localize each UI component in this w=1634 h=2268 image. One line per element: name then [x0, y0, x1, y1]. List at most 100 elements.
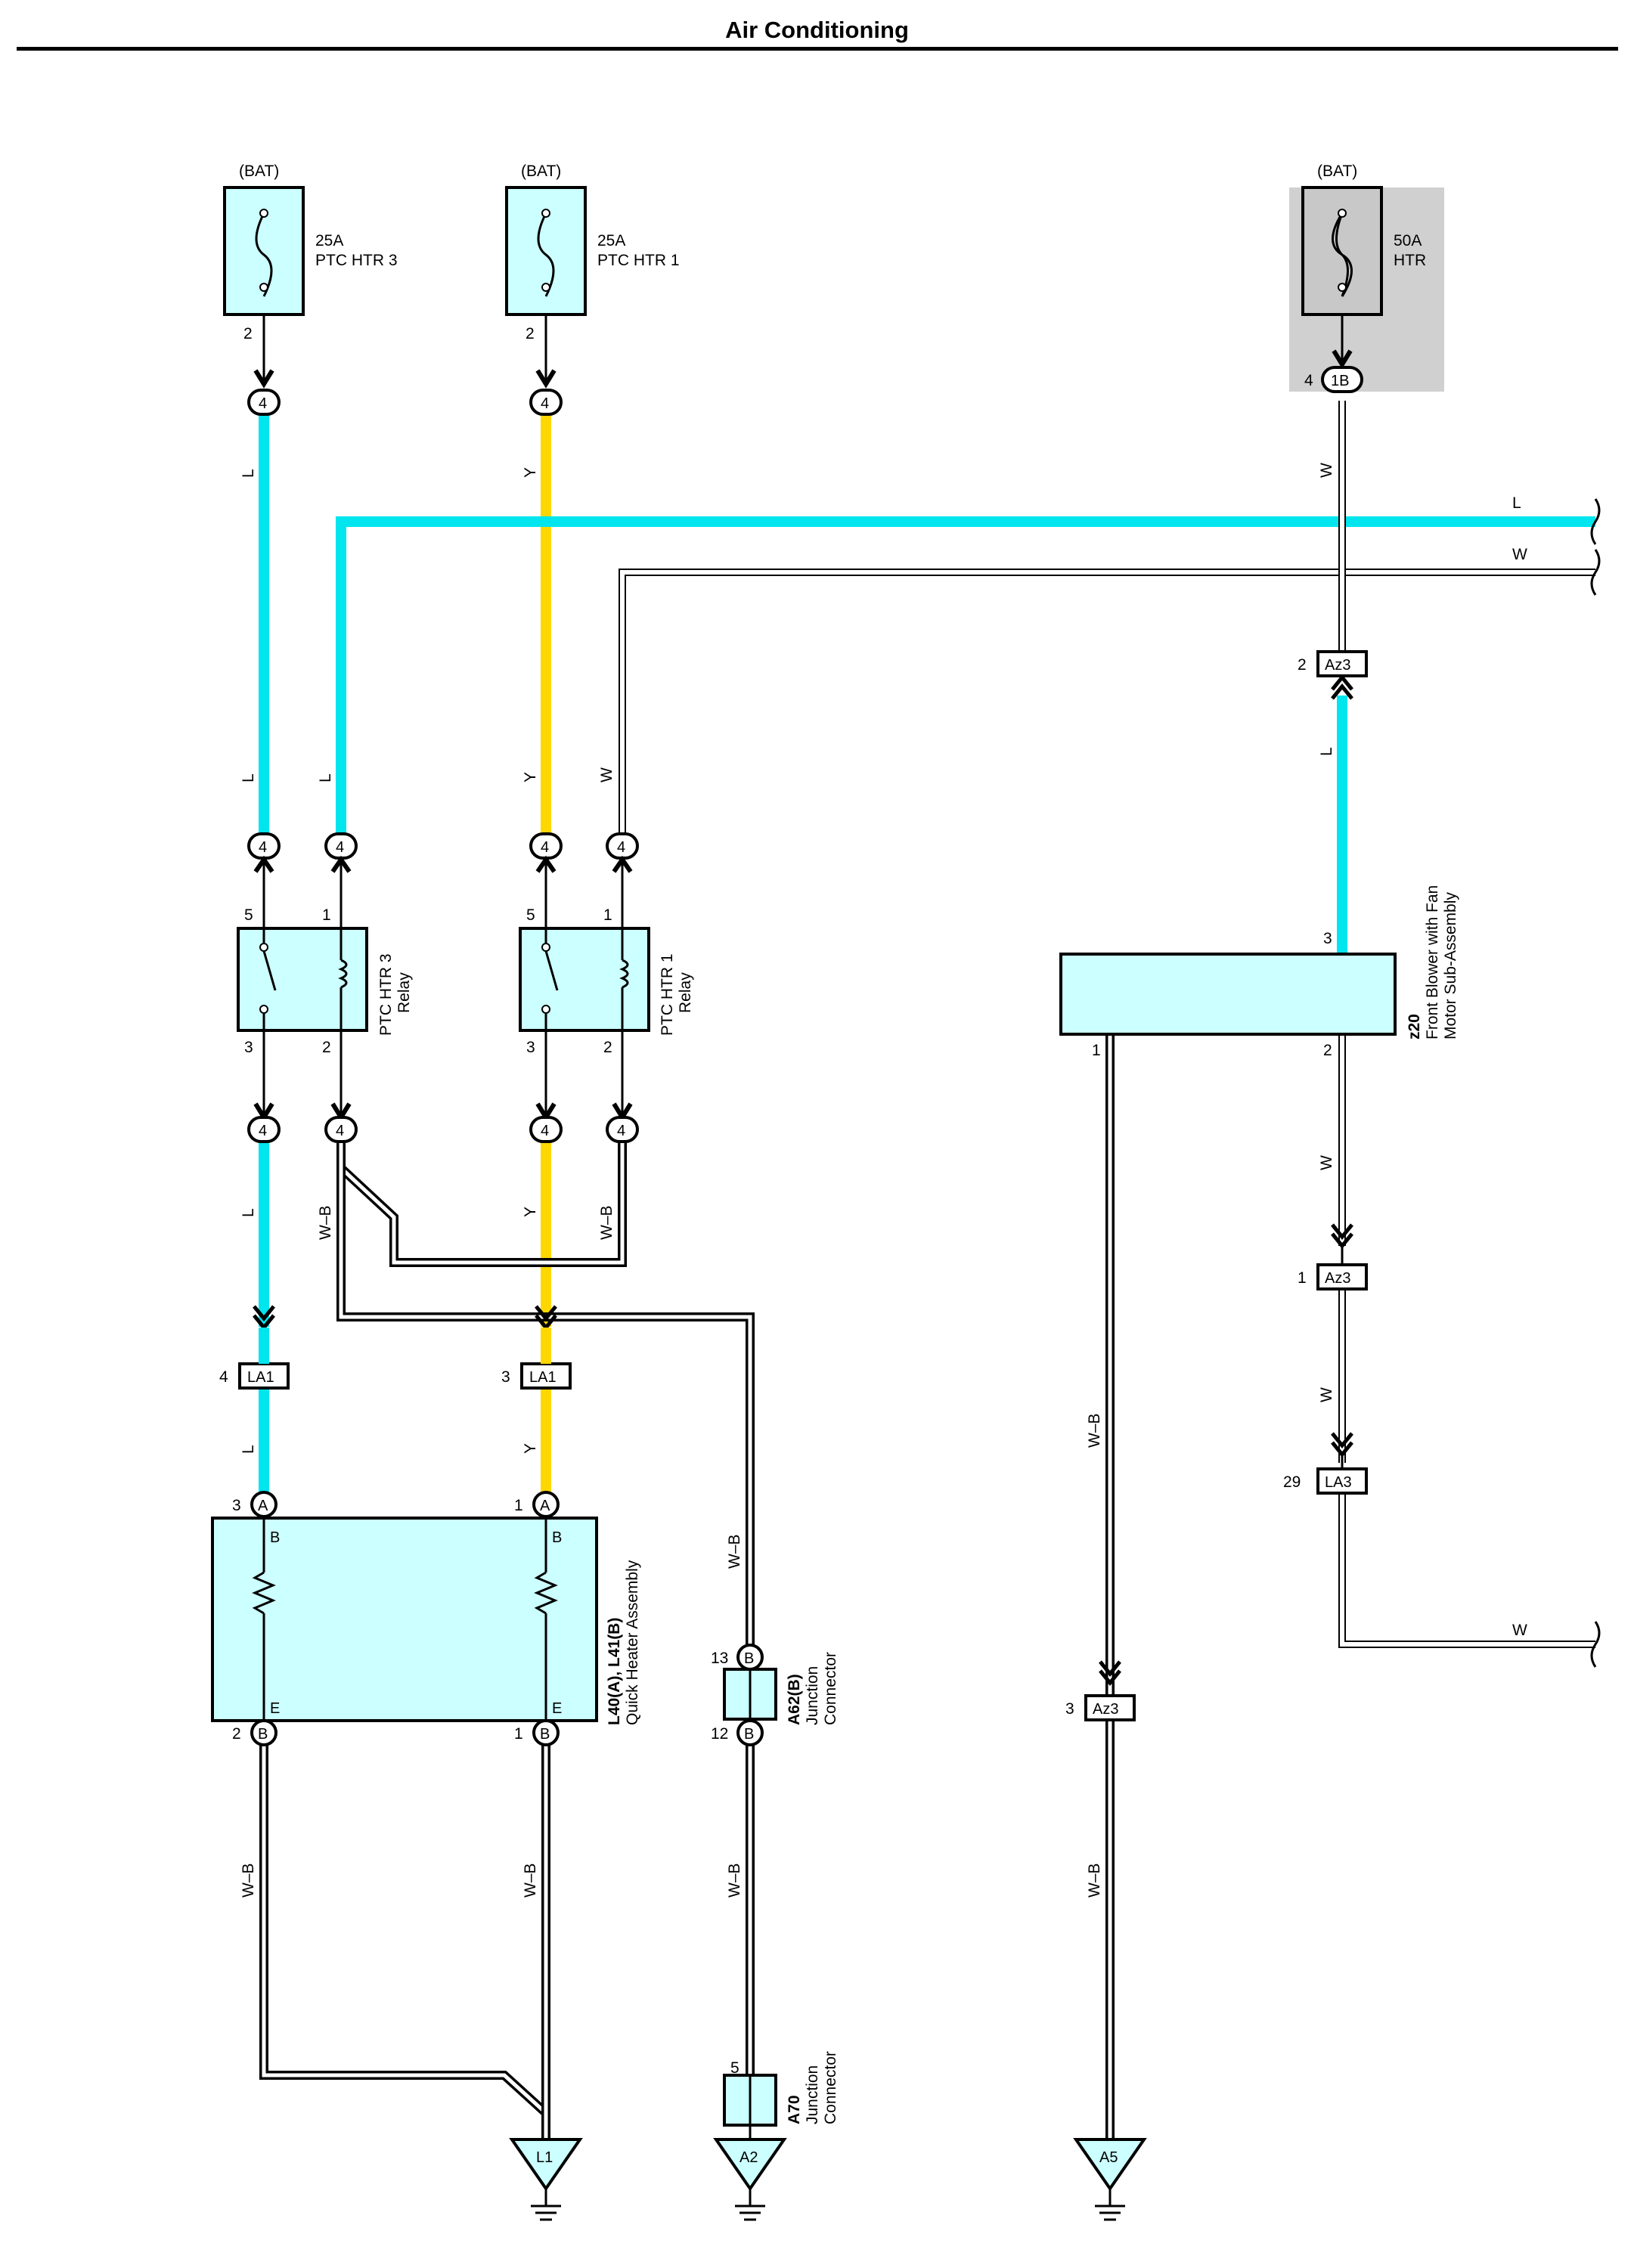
front-blower-motor: 3 1 2 z20 Front Blower with Fan Motor Su… [1059, 885, 1459, 1059]
wire-label: Y [522, 1443, 539, 1454]
relay-pin: 3 [244, 1039, 253, 1056]
junction-code: A62(B) [786, 1674, 803, 1725]
top-connectors: 4 4 1B 4 [247, 366, 1363, 416]
wire-label: W–B [1086, 1863, 1103, 1898]
wire-label: W [1318, 1387, 1335, 1402]
connector-label: 4 [336, 1123, 344, 1139]
blower-pin: 2 [1323, 1042, 1332, 1059]
wire-label: W–B [726, 1863, 743, 1898]
connector-label: B [744, 1726, 754, 1743]
fuse-ptc-htr-1: (BAT) 25A PTC HTR 1 2 [505, 163, 680, 389]
wire-label: W–B [317, 1205, 334, 1240]
wires [259, 401, 1595, 2139]
wire-labels: L Y W L W L L Y W L L W–B Y W–B W W L Y … [240, 463, 1527, 1898]
relay-pin: 1 [603, 906, 612, 924]
wire-label: W–B [240, 1863, 257, 1898]
connector-pin: 13 [711, 1650, 728, 1667]
connector-pin: 1 [514, 1497, 523, 1514]
wire-continuation-marks [1590, 498, 1601, 1668]
connector-label: LA1 [247, 1369, 274, 1386]
connector-pin: 1 [1298, 1269, 1307, 1287]
diagram-title: Air Conditioning [725, 17, 909, 43]
junction-name: Junction [804, 1666, 821, 1725]
wire-l-horizontal [336, 516, 1595, 834]
wire-w-horizontal [619, 569, 1595, 834]
relay-name: PTC HTR 1 [659, 953, 676, 1036]
connector-pin: 5 [730, 2059, 739, 2077]
wire-label: W [1318, 1155, 1335, 1170]
fuse-pin: 2 [243, 325, 253, 342]
connector-label: LA1 [529, 1369, 557, 1386]
heater-terminal: B [552, 1529, 562, 1546]
junction-name: Junction [804, 2065, 821, 2124]
fuse-source-label: (BAT) [239, 163, 279, 180]
ground-label: L1 [536, 2149, 553, 2166]
heater-code: L40(A), L41(B) [606, 1618, 623, 1725]
connector-la1-left: LA1 4 [219, 1305, 290, 1390]
connector-label: B [744, 1650, 754, 1667]
fuse-pin: 2 [526, 325, 535, 342]
wire-label: L [317, 773, 334, 782]
junction-code: A70 [786, 2095, 803, 2124]
connector-az3-lower: Az3 3 [1065, 1660, 1136, 1721]
wire-label: L [1318, 747, 1335, 756]
wire-label: Y [522, 772, 539, 782]
connector-label: 4 [541, 839, 549, 856]
connector-pin: 3 [1065, 1700, 1074, 1718]
wire-wb-relay1 [336, 1142, 627, 1267]
heater-terminal: B [270, 1529, 280, 1546]
connector-pin: 29 [1283, 1473, 1301, 1491]
wire-wb-heater-l1-left [259, 1745, 550, 2139]
fuse-htr: (BAT) 50A HTR [1289, 163, 1444, 392]
wire-label: Y [522, 467, 539, 478]
connector-label: 4 [336, 839, 344, 856]
wire-label: Y [522, 1207, 539, 1217]
title-rule [17, 47, 1618, 51]
connector-label: A [258, 1498, 268, 1514]
wire-label: L [240, 1445, 257, 1454]
fuse-name: PTC HTR 3 [315, 252, 398, 269]
wire-label: L [240, 1208, 257, 1217]
connector-label: Az3 [1093, 1701, 1118, 1718]
relay-name: PTC HTR 3 [377, 953, 395, 1036]
connector-label: B [258, 1726, 268, 1743]
fuse-source-label: (BAT) [521, 163, 561, 180]
ground-label: A2 [739, 2149, 758, 2166]
connector-pin: 2 [1298, 656, 1307, 674]
wire-label: L [240, 773, 257, 782]
connector-pin: 4 [219, 1368, 228, 1386]
connector-label: LA3 [1325, 1474, 1352, 1491]
blower-code: z20 [1406, 1014, 1423, 1040]
junction-connector-a70: 5 A70 Junction Connector [723, 2051, 839, 2139]
connector-label: A [540, 1498, 550, 1514]
relay-pin: 5 [526, 906, 535, 924]
relay-pin: 2 [603, 1039, 612, 1056]
connector-az3-mid: Az3 1 [1298, 1223, 1368, 1290]
relay-pin: 3 [526, 1039, 535, 1056]
relay-pin: 1 [322, 906, 331, 924]
connector-pin: 3 [232, 1497, 241, 1514]
heater-terminal: E [270, 1700, 280, 1717]
connector-pin: 2 [232, 1725, 241, 1743]
connector-label: 4 [617, 1123, 625, 1139]
connector-la1-right: LA1 3 [501, 1305, 572, 1390]
relay-name: Relay [677, 972, 694, 1013]
connector-pin: 1 [514, 1725, 523, 1743]
connector-label: 4 [259, 1123, 267, 1139]
fuse-rating: 50A [1394, 232, 1422, 249]
heater-name: Quick Heater Assembly [624, 1560, 641, 1725]
blower-pin: 3 [1323, 930, 1332, 947]
connector-pin: 4 [1304, 372, 1313, 389]
blower-name: Motor Sub-Assembly [1442, 892, 1459, 1040]
ground-l1: L1 [509, 2138, 583, 2221]
blower-pin: 1 [1092, 1042, 1101, 1059]
wire-label: W–B [1086, 1413, 1103, 1448]
wire-label: W [1318, 463, 1335, 478]
ptc-htr-1-relay: 4 4 5 1 3 2 PTC HTR 1 Relay 4 4 [519, 832, 694, 1143]
fuse-ptc-htr-3: (BAT) 25A PTC HTR 3 2 [223, 163, 398, 389]
connector-label: Az3 [1325, 657, 1350, 674]
ground-a2: A2 [713, 2138, 787, 2221]
wire-label: W [598, 767, 615, 782]
connector-label: 4 [541, 395, 549, 412]
